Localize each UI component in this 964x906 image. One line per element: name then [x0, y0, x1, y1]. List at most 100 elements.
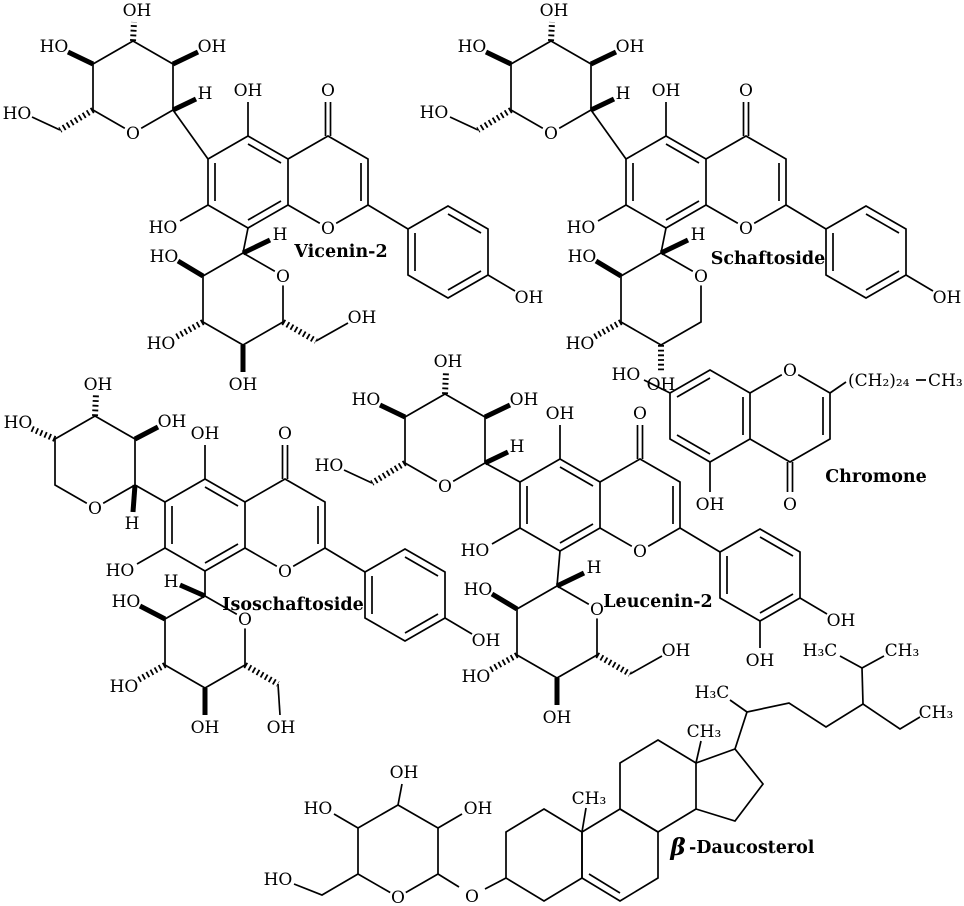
- leucenin-2-labels: OH O HO O OH OH OH OH HO HO H O H HO HO …: [315, 352, 856, 728]
- atom-label-oh: OH: [191, 718, 220, 738]
- atom-label-h: H: [616, 84, 631, 104]
- atom-label-ho: HO: [464, 580, 493, 600]
- atom-label-o: O: [321, 81, 335, 101]
- atom-label-ho: HO: [112, 592, 141, 612]
- atom-label-oh: OH: [198, 37, 227, 57]
- atom-label-ho: HO: [40, 37, 69, 57]
- atom-label-ho: HO: [4, 413, 33, 433]
- atom-label-oh: OH: [662, 641, 691, 661]
- atom-label-o: O: [88, 499, 102, 519]
- atom-label-o: O: [126, 124, 140, 144]
- atom-label-h3c: H₃C: [803, 641, 838, 661]
- structure-isoschaftoside: OH O HO O OH OH OH HO H O H HO HO OH OH …: [4, 375, 501, 738]
- atom-label-ho: HO: [264, 870, 293, 890]
- atom-label-ho: HO: [149, 218, 178, 238]
- atom-label-ho: HO: [462, 667, 491, 687]
- atom-label-ho: HO: [612, 365, 641, 385]
- atom-label-oh: OH: [647, 375, 676, 395]
- atom-label-ho: HO: [304, 799, 333, 819]
- atom-label-h: H: [691, 225, 706, 245]
- atom-label-ch2-24: (CH₂)₂₄: [848, 371, 910, 391]
- compound-name-leucenin-2: Leucenin-2: [603, 592, 713, 612]
- atom-label-o: O: [465, 887, 479, 906]
- atom-label-o: O: [783, 495, 797, 515]
- atom-label-ho: HO: [458, 37, 487, 57]
- isoschaftoside-labels: OH O HO O OH OH OH HO H O H HO HO OH OH …: [4, 375, 501, 738]
- atom-label-ho: HO: [3, 104, 32, 124]
- atom-label-o: O: [278, 424, 292, 444]
- compound-name-schaftoside: Schaftoside: [711, 249, 826, 269]
- atom-label-ho: HO: [567, 218, 596, 238]
- atom-label-oh: OH: [191, 424, 220, 444]
- atom-label-oh: OH: [472, 631, 501, 651]
- atom-label-oh: OH: [390, 763, 419, 783]
- compound-name-chromone: Chromone: [825, 467, 927, 487]
- schaftoside-labels: OH O HO O OH OH OH HO HO H O H HO HO OH …: [420, 1, 962, 395]
- daucosterol-labels: OH HO OH HO O O CH₃ CH₃ H₃C H₃C CH₃ CH₃ …: [264, 641, 954, 906]
- atom-label-oh: OH: [933, 288, 962, 308]
- atom-label-oh: OH: [827, 611, 856, 631]
- atom-label-oh: OH: [158, 412, 187, 432]
- atom-label-o: O: [278, 562, 292, 582]
- atom-label-oh: OH: [696, 495, 725, 515]
- atom-label-ho: HO: [461, 541, 490, 561]
- atom-label-o: O: [633, 404, 647, 424]
- atom-label-h: H: [125, 514, 140, 534]
- atom-label-ho: HO: [352, 390, 381, 410]
- atom-label-oh: OH: [546, 404, 575, 424]
- atom-label-oh: OH: [267, 718, 296, 738]
- atom-label-ho: HO: [315, 456, 344, 476]
- schaftoside-stereo-bonds: [476, 21, 690, 372]
- atom-label-oh: OH: [616, 37, 645, 57]
- atom-label-oh: OH: [543, 708, 572, 728]
- atom-label-ch3: CH₃: [928, 371, 963, 391]
- vicenin-2-labels: OH O HO O OH OH OH HO HO H O H HO HO OH …: [3, 1, 544, 395]
- atom-label-ho: HO: [566, 334, 595, 354]
- atom-label-oh: OH: [540, 1, 569, 21]
- isoschaftoside-stereo-bonds: [28, 393, 280, 715]
- atom-label-h: H: [164, 572, 179, 592]
- atom-label-oh: OH: [84, 375, 113, 395]
- atom-label-h3c: H₃C: [695, 683, 730, 703]
- atom-label-ho: HO: [420, 103, 449, 123]
- atom-label-o: O: [238, 610, 252, 630]
- atom-label-oh: OH: [510, 390, 539, 410]
- atom-label-o: O: [438, 477, 452, 497]
- atom-label-oh: OH: [229, 375, 258, 395]
- atom-label-o: O: [739, 81, 753, 101]
- leucenin-2-stereo-bonds: [370, 371, 632, 705]
- chromone-bonds: [643, 369, 926, 492]
- atom-label-oh: OH: [348, 308, 377, 328]
- atom-label-o: O: [739, 219, 753, 239]
- atom-label-ch3: CH₃: [687, 722, 722, 742]
- atom-label-o: O: [783, 361, 797, 381]
- chromone-labels: HO OH O O (CH₂)₂₄ CH₃ Chromone: [612, 361, 963, 515]
- atom-label-ho: HO: [568, 247, 597, 267]
- structure-chromone: HO OH O O (CH₂)₂₄ CH₃ Chromone: [612, 360, 963, 515]
- atom-label-h: H: [587, 558, 602, 578]
- atom-label-oh: OH: [515, 288, 544, 308]
- atom-label-o: O: [321, 219, 335, 239]
- atom-label-ho: HO: [106, 561, 135, 581]
- atom-label-h: H: [510, 437, 525, 457]
- atom-label-o: O: [590, 600, 604, 620]
- atom-label-ho: HO: [147, 334, 176, 354]
- structure-vicenin-2: OH O HO O OH OH OH HO HO H O H HO HO OH …: [3, 1, 544, 395]
- atom-label-ho: HO: [110, 677, 139, 697]
- atom-label-o: O: [391, 888, 405, 906]
- atom-label-h: H: [273, 225, 288, 245]
- atom-label-o: O: [694, 267, 708, 287]
- compound-name-daucosterol: -Daucosterol: [689, 838, 815, 858]
- compound-name-isoschaftoside: Isoschaftoside: [222, 595, 363, 615]
- atom-label-o: O: [276, 267, 290, 287]
- atom-label-h: H: [198, 84, 213, 104]
- compound-name-beta-symbol: β: [669, 834, 685, 861]
- structure-leucenin-2: OH O HO O OH OH OH OH HO HO H O H HO HO …: [315, 352, 856, 728]
- daucosterol-bonds: [293, 655, 921, 902]
- atom-label-ch3: CH₃: [919, 703, 954, 723]
- structure-beta-daucosterol: OH HO OH HO O O CH₃ CH₃ H₃C H₃C CH₃ CH₃ …: [264, 641, 954, 906]
- atom-label-o: O: [544, 124, 558, 144]
- atom-label-oh: OH: [746, 651, 775, 671]
